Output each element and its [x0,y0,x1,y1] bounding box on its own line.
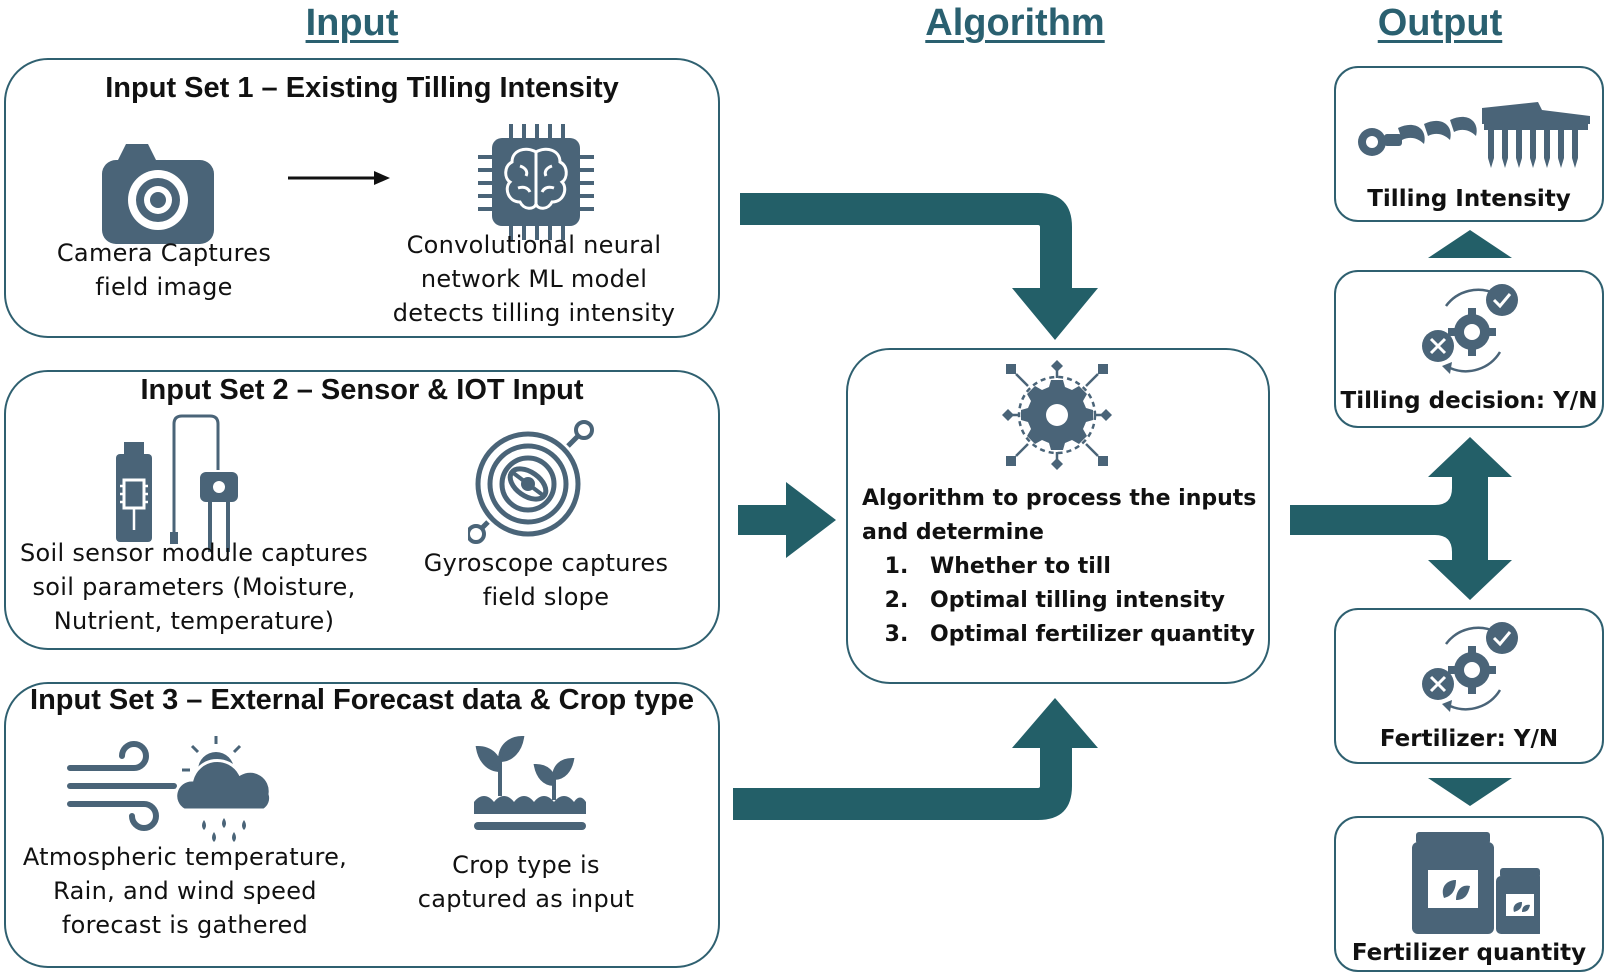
input-set-3-box: Input Set 3 – External Forecast data & C… [4,682,720,968]
input-set-1-title: Input Set 1 – Existing Tilling Intensity [105,72,619,104]
algorithm-description: Algorithm to process the inputs and dete… [862,482,1262,652]
fertilizer-bags-icon [1410,828,1540,938]
tillage-equipment-icon [1354,90,1590,170]
algorithm-intro: Algorithm to process the inputs and dete… [862,486,1257,545]
arrow-set1-to-algorithm [740,193,1098,340]
input-heading: Input [305,2,399,44]
arrow-set2-to-algorithm [738,482,836,558]
output-heading: Output [1377,2,1503,44]
output-fertilizer-decision: Fertilizer: Y/N [1334,608,1604,764]
output-tilling-intensity: Tilling Intensity [1334,66,1604,222]
input-set-3-title: Input Set 3 – External Forecast data & C… [30,684,694,716]
arrow-algorithm-to-outputs [1290,437,1512,600]
algorithm-step: Whether to till [916,550,1262,584]
output-label: Fertilizer quantity [1351,940,1587,966]
algorithm-steps: Whether to till Optimal tilling intensit… [862,550,1262,652]
input-set-2-box: Input Set 2 – Sensor & IOT Input [4,370,720,650]
gyroscope-icon [468,414,598,544]
crop-caption: Crop type is captured as input [417,851,635,913]
algorithm-heading: Algorithm [925,2,1105,44]
soil-sensor-icon [110,414,260,554]
soil-sensor-caption: Soil sensor module captures soil paramet… [19,539,369,635]
weather-icon [64,734,304,844]
output-tilling-decision: Tilling decision: Y/N [1334,270,1604,428]
gyroscope-caption: Gyroscope captures field slope [423,549,669,611]
output-label: Fertilizer: Y/N [1379,726,1559,752]
input-set-1-box: Input Set 1 – Existing Tilling Intensity [4,58,720,338]
input-set-2-title: Input Set 2 – Sensor & IOT Input [140,374,584,406]
arrow-set3-to-algorithm [733,698,1098,820]
algorithm-step: Optimal fertilizer quantity [916,618,1262,652]
output-label: Tilling Intensity [1367,186,1571,212]
camera-caption: Camera Captures field image [56,239,272,301]
crop-sprout-icon [470,730,590,840]
weather-caption: Atmospheric temperature, Rain, and wind … [22,843,348,939]
arrow-up-to-tilling-intensity [1428,230,1512,258]
decision-gears-icon [1416,276,1526,382]
gear-network-icon [1002,360,1112,470]
decision-gears-icon [1416,614,1526,720]
brain-chip-icon [476,122,596,242]
cnn-caption: Convolutional neural network ML model de… [392,231,676,327]
output-fertilizer-quantity: Fertilizer quantity [1334,816,1604,972]
algorithm-box: Algorithm to process the inputs and dete… [846,348,1270,684]
camera-icon [98,138,218,248]
arrow-right-icon [286,168,396,188]
algorithm-step: Optimal tilling intensity [916,584,1262,618]
output-label: Tilling decision: Y/N [1340,388,1598,414]
arrow-down-to-fertilizer-quantity [1428,778,1512,806]
